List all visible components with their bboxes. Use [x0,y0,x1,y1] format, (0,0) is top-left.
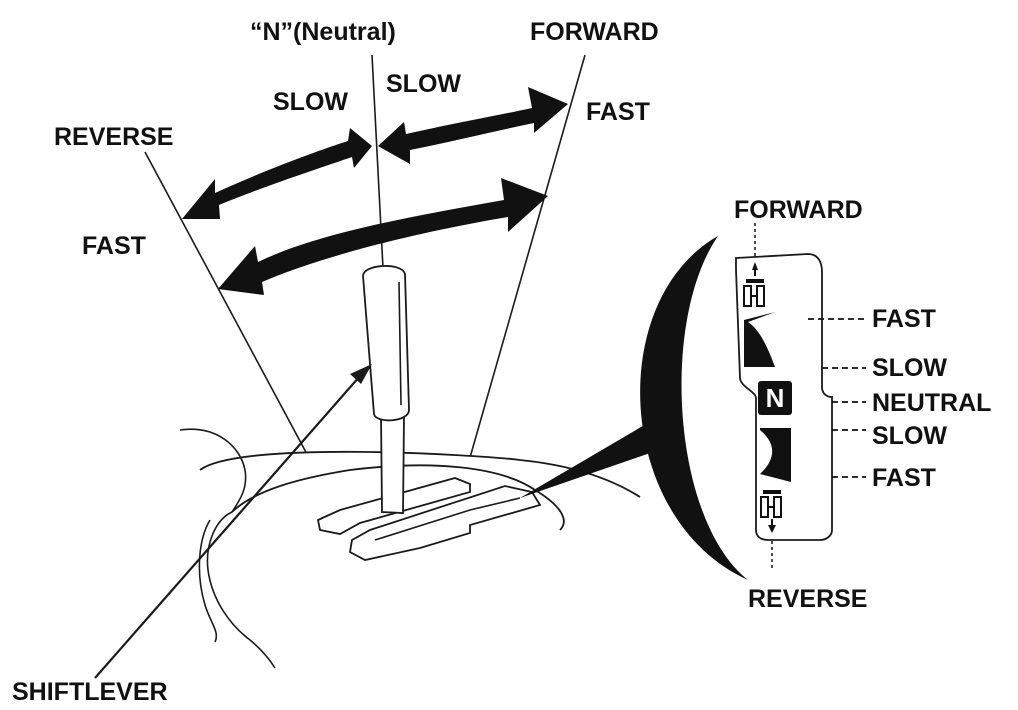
reverse-left-label: REVERSE [54,123,173,151]
callout-line [94,375,361,679]
forward-tractor-icon [743,262,765,307]
magnifier-lens-edge [640,236,748,580]
shift-lever [362,265,410,514]
fast-left-label: FAST [82,232,146,260]
console-side-fold [198,519,218,643]
neutral-badge [758,381,792,415]
callout-arrowhead [350,364,372,384]
forward-top-label: FORWARD [530,18,659,46]
indicator-plate-edge [374,497,521,541]
indicator-slow-lower-label: SLOW [872,422,947,450]
indicator-neutral-label: NEUTRAL [872,389,991,417]
forward-speed-ramp-cut [748,312,775,367]
indicator-enlarged: N FORWARD FAST SLOW NEUTRAL SLOW FAST RE [734,196,991,613]
motion-arrows [182,87,568,295]
indicator-slow-upper-label: SLOW [872,354,947,382]
reverse-speed-ramp-cut [760,430,773,474]
indicator-fast-lower-label: FAST [872,464,936,492]
neutral-top-label: “N”(Neutral) [250,18,396,46]
neutral-badge-letter: N [766,383,785,413]
lever-grip [362,265,410,422]
reverse-slow-arrow [182,128,372,219]
main-labels: “N”(Neutral) FORWARD SLOW SLOW FAST REVE… [12,18,659,706]
reverse-tractor-icon [760,490,782,533]
shift-lever-label: SHIFTLEVER [12,678,168,706]
forward-slow-arrow [378,87,568,164]
forward-guide-line [462,54,586,483]
lever-grip-highlight [398,281,402,406]
slow-left-label: SLOW [273,88,348,116]
indicator-reverse-label: REVERSE [748,585,867,613]
slow-right-label: SLOW [386,70,461,98]
lever-shaft [380,414,405,514]
magnifier [520,236,748,580]
fast-right-label: FAST [586,98,650,126]
fast-range-arrow [218,178,548,295]
indicator-fast-upper-label: FAST [872,305,936,333]
console-left-bracket [179,428,247,513]
indicator-forward-label: FORWARD [734,196,863,224]
shift-lever-callout [94,364,372,679]
magnifier-pointer [520,420,653,498]
console-lower-edge [206,511,276,669]
